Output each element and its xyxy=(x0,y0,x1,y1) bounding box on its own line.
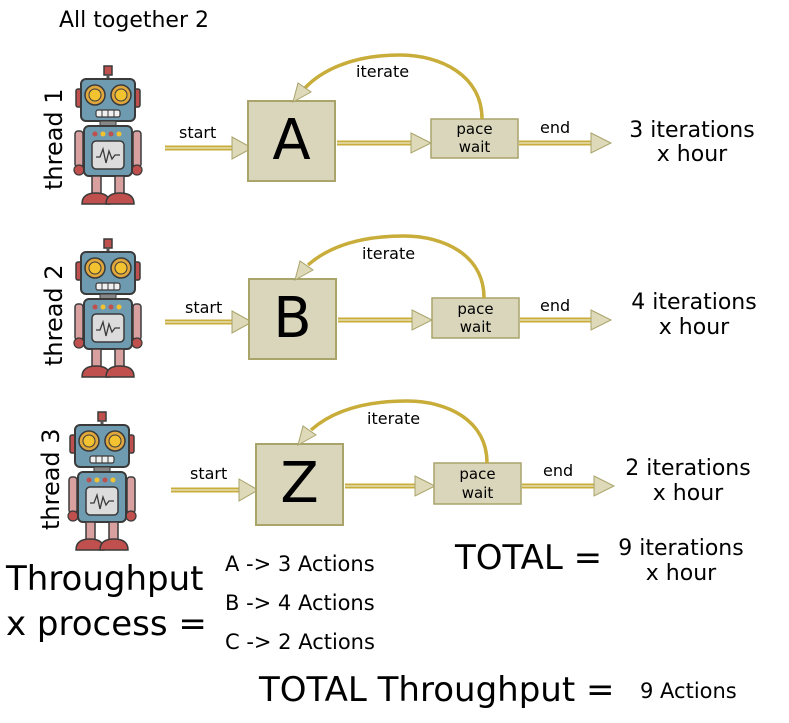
iterate-loop-arrow xyxy=(294,234,486,299)
process-letter: B xyxy=(273,286,312,351)
throughput-item: A -> 3 Actions xyxy=(225,552,375,576)
thread-label: thread 1 xyxy=(40,88,68,190)
pace-wait-box xyxy=(431,297,520,339)
total-throughput-value: 9 Actions xyxy=(640,679,737,703)
thread-row-3 xyxy=(67,399,616,551)
end-label: end xyxy=(540,296,571,315)
iterations-unit: x hour xyxy=(658,315,730,340)
process-to-pace-arrow xyxy=(345,475,437,497)
iterations-unit: x hour xyxy=(656,142,728,167)
process-box xyxy=(255,443,344,526)
robot-icon xyxy=(67,411,137,551)
iterations-unit: x hour xyxy=(652,481,724,506)
process-box xyxy=(247,100,336,182)
pace-label: pace xyxy=(457,300,494,318)
thread-row-1 xyxy=(73,53,613,205)
iterate-loop-arrow xyxy=(292,53,484,120)
thread-label: thread 2 xyxy=(40,264,68,366)
process-letter: A xyxy=(272,108,311,173)
end-label: end xyxy=(543,461,574,480)
thread-label: thread 3 xyxy=(37,428,65,530)
wait-label: wait xyxy=(459,318,492,336)
start-arrow xyxy=(171,478,259,502)
pace-wait-box xyxy=(430,118,519,159)
process-to-pace-arrow xyxy=(338,309,434,331)
start-label: start xyxy=(190,464,228,483)
throughput-label-per-process: x process = xyxy=(6,604,207,644)
iterate-label: iterate xyxy=(362,244,416,263)
throughput-item: C -> 2 Actions xyxy=(225,630,375,654)
pace-label: pace xyxy=(459,465,496,483)
robot-icon xyxy=(73,65,143,205)
iterations-value: 3 iterations xyxy=(629,118,755,143)
start-label: start xyxy=(179,123,217,142)
wait-label: wait xyxy=(461,484,494,502)
iterations-value: 4 iterations xyxy=(631,290,757,315)
start-arrow xyxy=(165,136,254,160)
iterate-loop-arrow xyxy=(297,399,489,464)
process-to-pace-arrow xyxy=(337,132,433,154)
process-box xyxy=(248,278,337,360)
throughput-item: B -> 4 Actions xyxy=(225,591,375,615)
iterations-value: 2 iterations xyxy=(625,456,751,481)
total-unit: x hour xyxy=(645,561,717,586)
wait-label: wait xyxy=(458,138,491,156)
total-value: 9 iterations xyxy=(618,536,744,561)
total-throughput-label: TOTAL Throughput = xyxy=(259,670,615,710)
pace-label: pace xyxy=(456,120,493,138)
page-title: All together 2 xyxy=(59,8,209,33)
iterate-label: iterate xyxy=(367,409,421,428)
process-letter: Z xyxy=(280,451,319,516)
total-label: TOTAL = xyxy=(455,538,603,578)
robot-icon xyxy=(73,238,143,378)
start-arrow xyxy=(165,310,254,334)
start-label: start xyxy=(185,298,223,317)
pace-wait-box xyxy=(433,462,522,505)
throughput-label: Throughput xyxy=(6,559,204,599)
end-arrow xyxy=(520,309,613,331)
thread-row-2 xyxy=(73,234,613,378)
end-arrow xyxy=(519,132,613,154)
end-label: end xyxy=(540,118,571,137)
iterate-label: iterate xyxy=(356,62,410,81)
end-arrow xyxy=(522,475,616,497)
